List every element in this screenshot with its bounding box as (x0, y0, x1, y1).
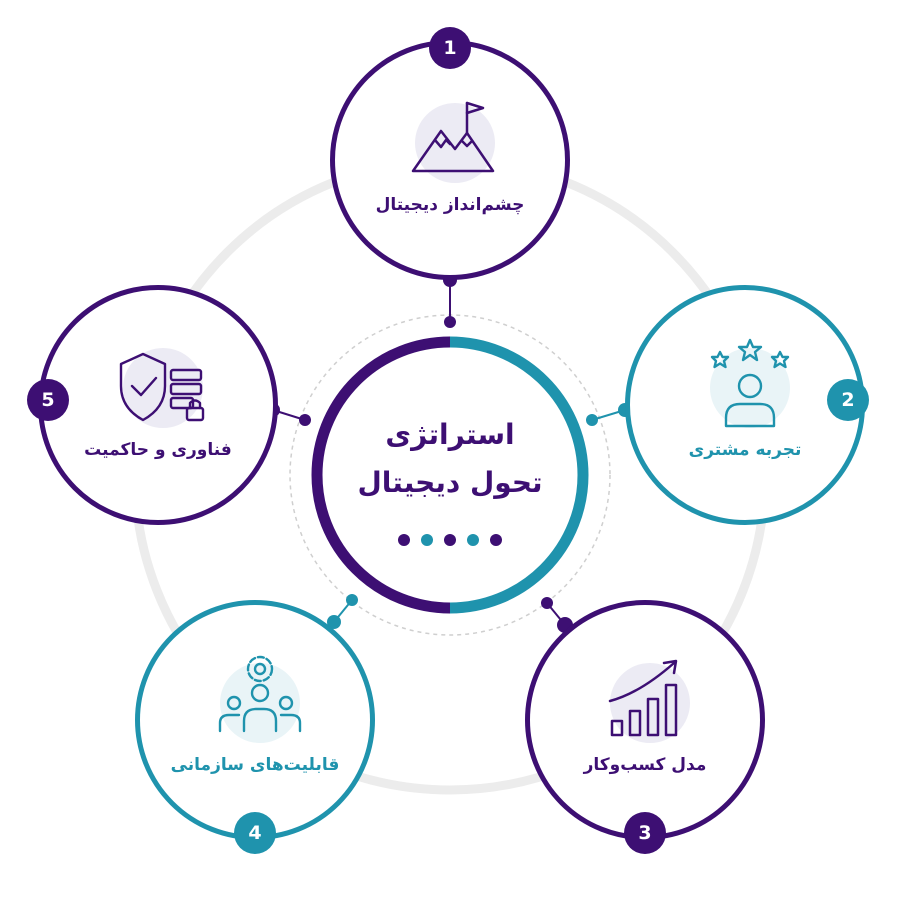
step-2-badge: 2 (827, 379, 869, 421)
center-title-line2: تحول دیجیتال (357, 466, 543, 499)
growth-chart-icon (608, 659, 678, 737)
center-dot (490, 534, 502, 546)
step-label: قابلیت‌های سازمانی (170, 755, 340, 775)
step-2-node[interactable]: تجربه مشتری (625, 285, 865, 525)
center-dot (421, 534, 433, 546)
step-4-node[interactable]: قابلیت‌های سازمانی (135, 600, 375, 840)
center-dot (467, 534, 479, 546)
center-dot (398, 534, 410, 546)
step-label: فناوری و حاکمیت (84, 440, 232, 460)
step-label: مدل کسب‌وکار (583, 755, 707, 775)
step-4-badge: 4 (234, 812, 276, 854)
step-label: تجربه مشتری (688, 440, 802, 460)
step-1-node[interactable]: چشم‌انداز دیجیتال (330, 40, 570, 280)
connector-1 (443, 273, 457, 328)
step-5-badge: 5 (27, 379, 69, 421)
user-stars-icon (710, 338, 790, 428)
step-1-badge: 1 (429, 27, 471, 69)
center-title-line1: استراتژی (385, 418, 515, 451)
team-gear-icon (218, 655, 302, 733)
icon-background (220, 663, 300, 743)
step-5-node[interactable]: فناوری و حاکمیت (38, 285, 278, 525)
center-dots (398, 534, 502, 546)
icon-background (415, 103, 495, 183)
step-label: چشم‌انداز دیجیتال (375, 195, 525, 215)
center-dot (444, 534, 456, 546)
step-3-node[interactable]: مدل کسب‌وکار (525, 600, 765, 840)
center-ring-teal (449, 336, 589, 614)
mountain-flag-icon (411, 101, 495, 173)
step-3-badge: 3 (624, 812, 666, 854)
center-ring-purple (311, 336, 451, 614)
shield-server-icon (119, 352, 205, 422)
connector-4 (327, 594, 358, 629)
center-circle-fill (317, 342, 583, 608)
